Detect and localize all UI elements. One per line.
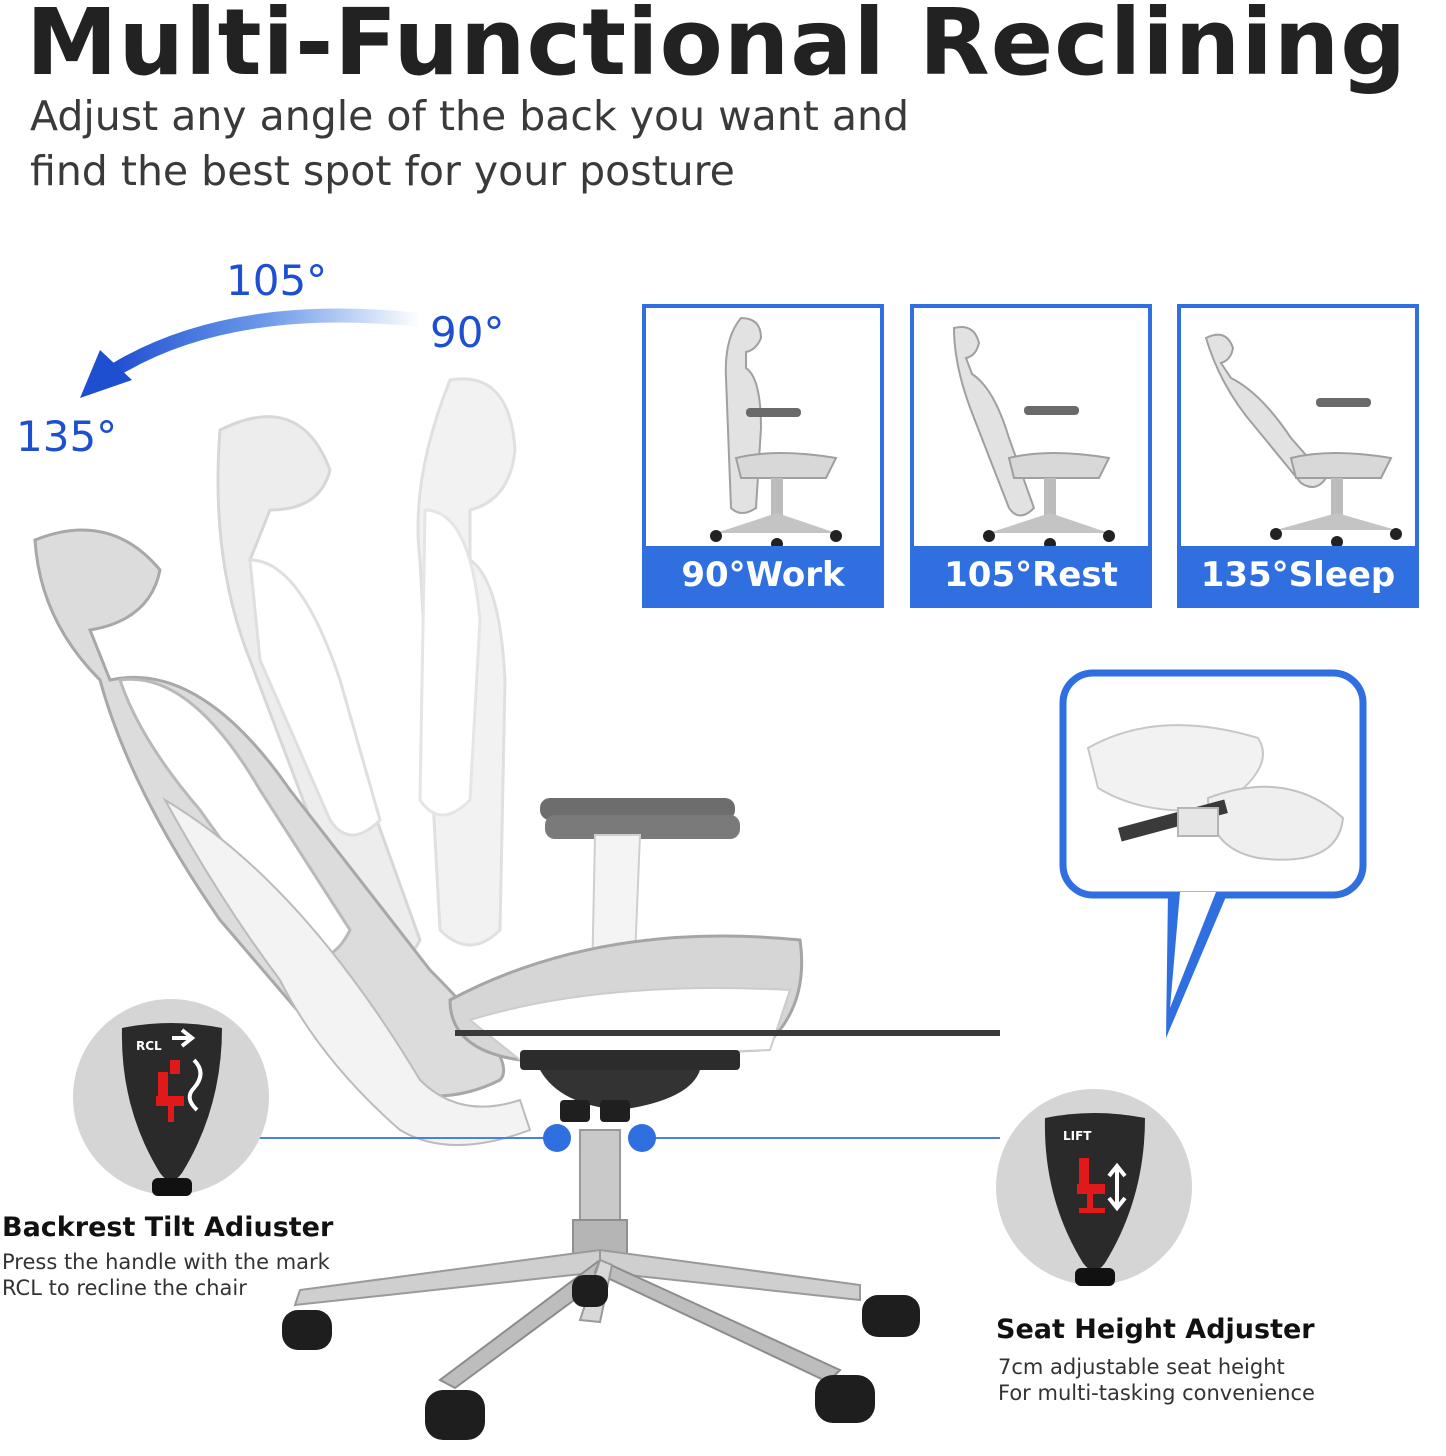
backrest-tilt-knob-closeup: RCL — [73, 999, 269, 1196]
lift-chair-icon — [1077, 1158, 1105, 1213]
mode-label-90-work: 90°Work — [646, 546, 880, 604]
knob-label-rcl: RCL — [136, 1039, 162, 1053]
mode-label-135-sleep: 135°Sleep — [1181, 546, 1415, 604]
backrest-105-ghost — [216, 415, 422, 965]
footrest-callout — [1059, 669, 1367, 1038]
knob-label-lift: LIFT — [1063, 1129, 1092, 1143]
chair-90-icon — [710, 316, 842, 550]
recline-chair-icon — [156, 1060, 184, 1122]
subtitle-line-2: find the best spot for your posture — [30, 147, 735, 195]
backrest-135-main — [33, 528, 532, 1146]
seat-height-desc-1: 7cm adjustable seat height — [998, 1355, 1285, 1379]
angle-label-105: 105° — [226, 256, 328, 305]
mode-panel-90: 90°Work — [642, 304, 884, 608]
mode-label-105-rest: 105°Rest — [914, 546, 1148, 604]
reclining-chair-illustration — [33, 377, 1000, 1440]
footrest-detail-icon — [1086, 724, 1345, 861]
backrest-tilt-desc-1: Press the handle with the mark — [2, 1250, 330, 1274]
seat-height-desc-2: For multi-tasking convenience — [998, 1381, 1315, 1405]
mode-panel-105: 105°Rest — [910, 304, 1152, 608]
seat-height-knob-closeup: LIFT — [996, 1089, 1192, 1286]
up-down-arrow-icon — [1107, 1162, 1127, 1212]
backrest-tilt-title: Backrest Tilt Adiuster — [2, 1212, 334, 1243]
backrest-90-ghost — [416, 377, 517, 947]
mode-panel-135: 135°Sleep — [1177, 304, 1419, 608]
recline-arrow-icon — [80, 308, 427, 398]
subtitle-line-1: Adjust any angle of the back you want an… — [30, 92, 909, 140]
chair-105-icon — [952, 326, 1115, 550]
page-title: Multi-Functional Reclining — [26, 0, 1408, 96]
chair-135-icon — [1204, 333, 1402, 548]
angle-label-90: 90° — [430, 308, 505, 357]
backrest-tilt-desc-2: RCL to recline the chair — [2, 1276, 247, 1300]
seat-height-title: Seat Height Adjuster — [996, 1314, 1315, 1345]
angle-label-135: 135° — [16, 412, 118, 461]
